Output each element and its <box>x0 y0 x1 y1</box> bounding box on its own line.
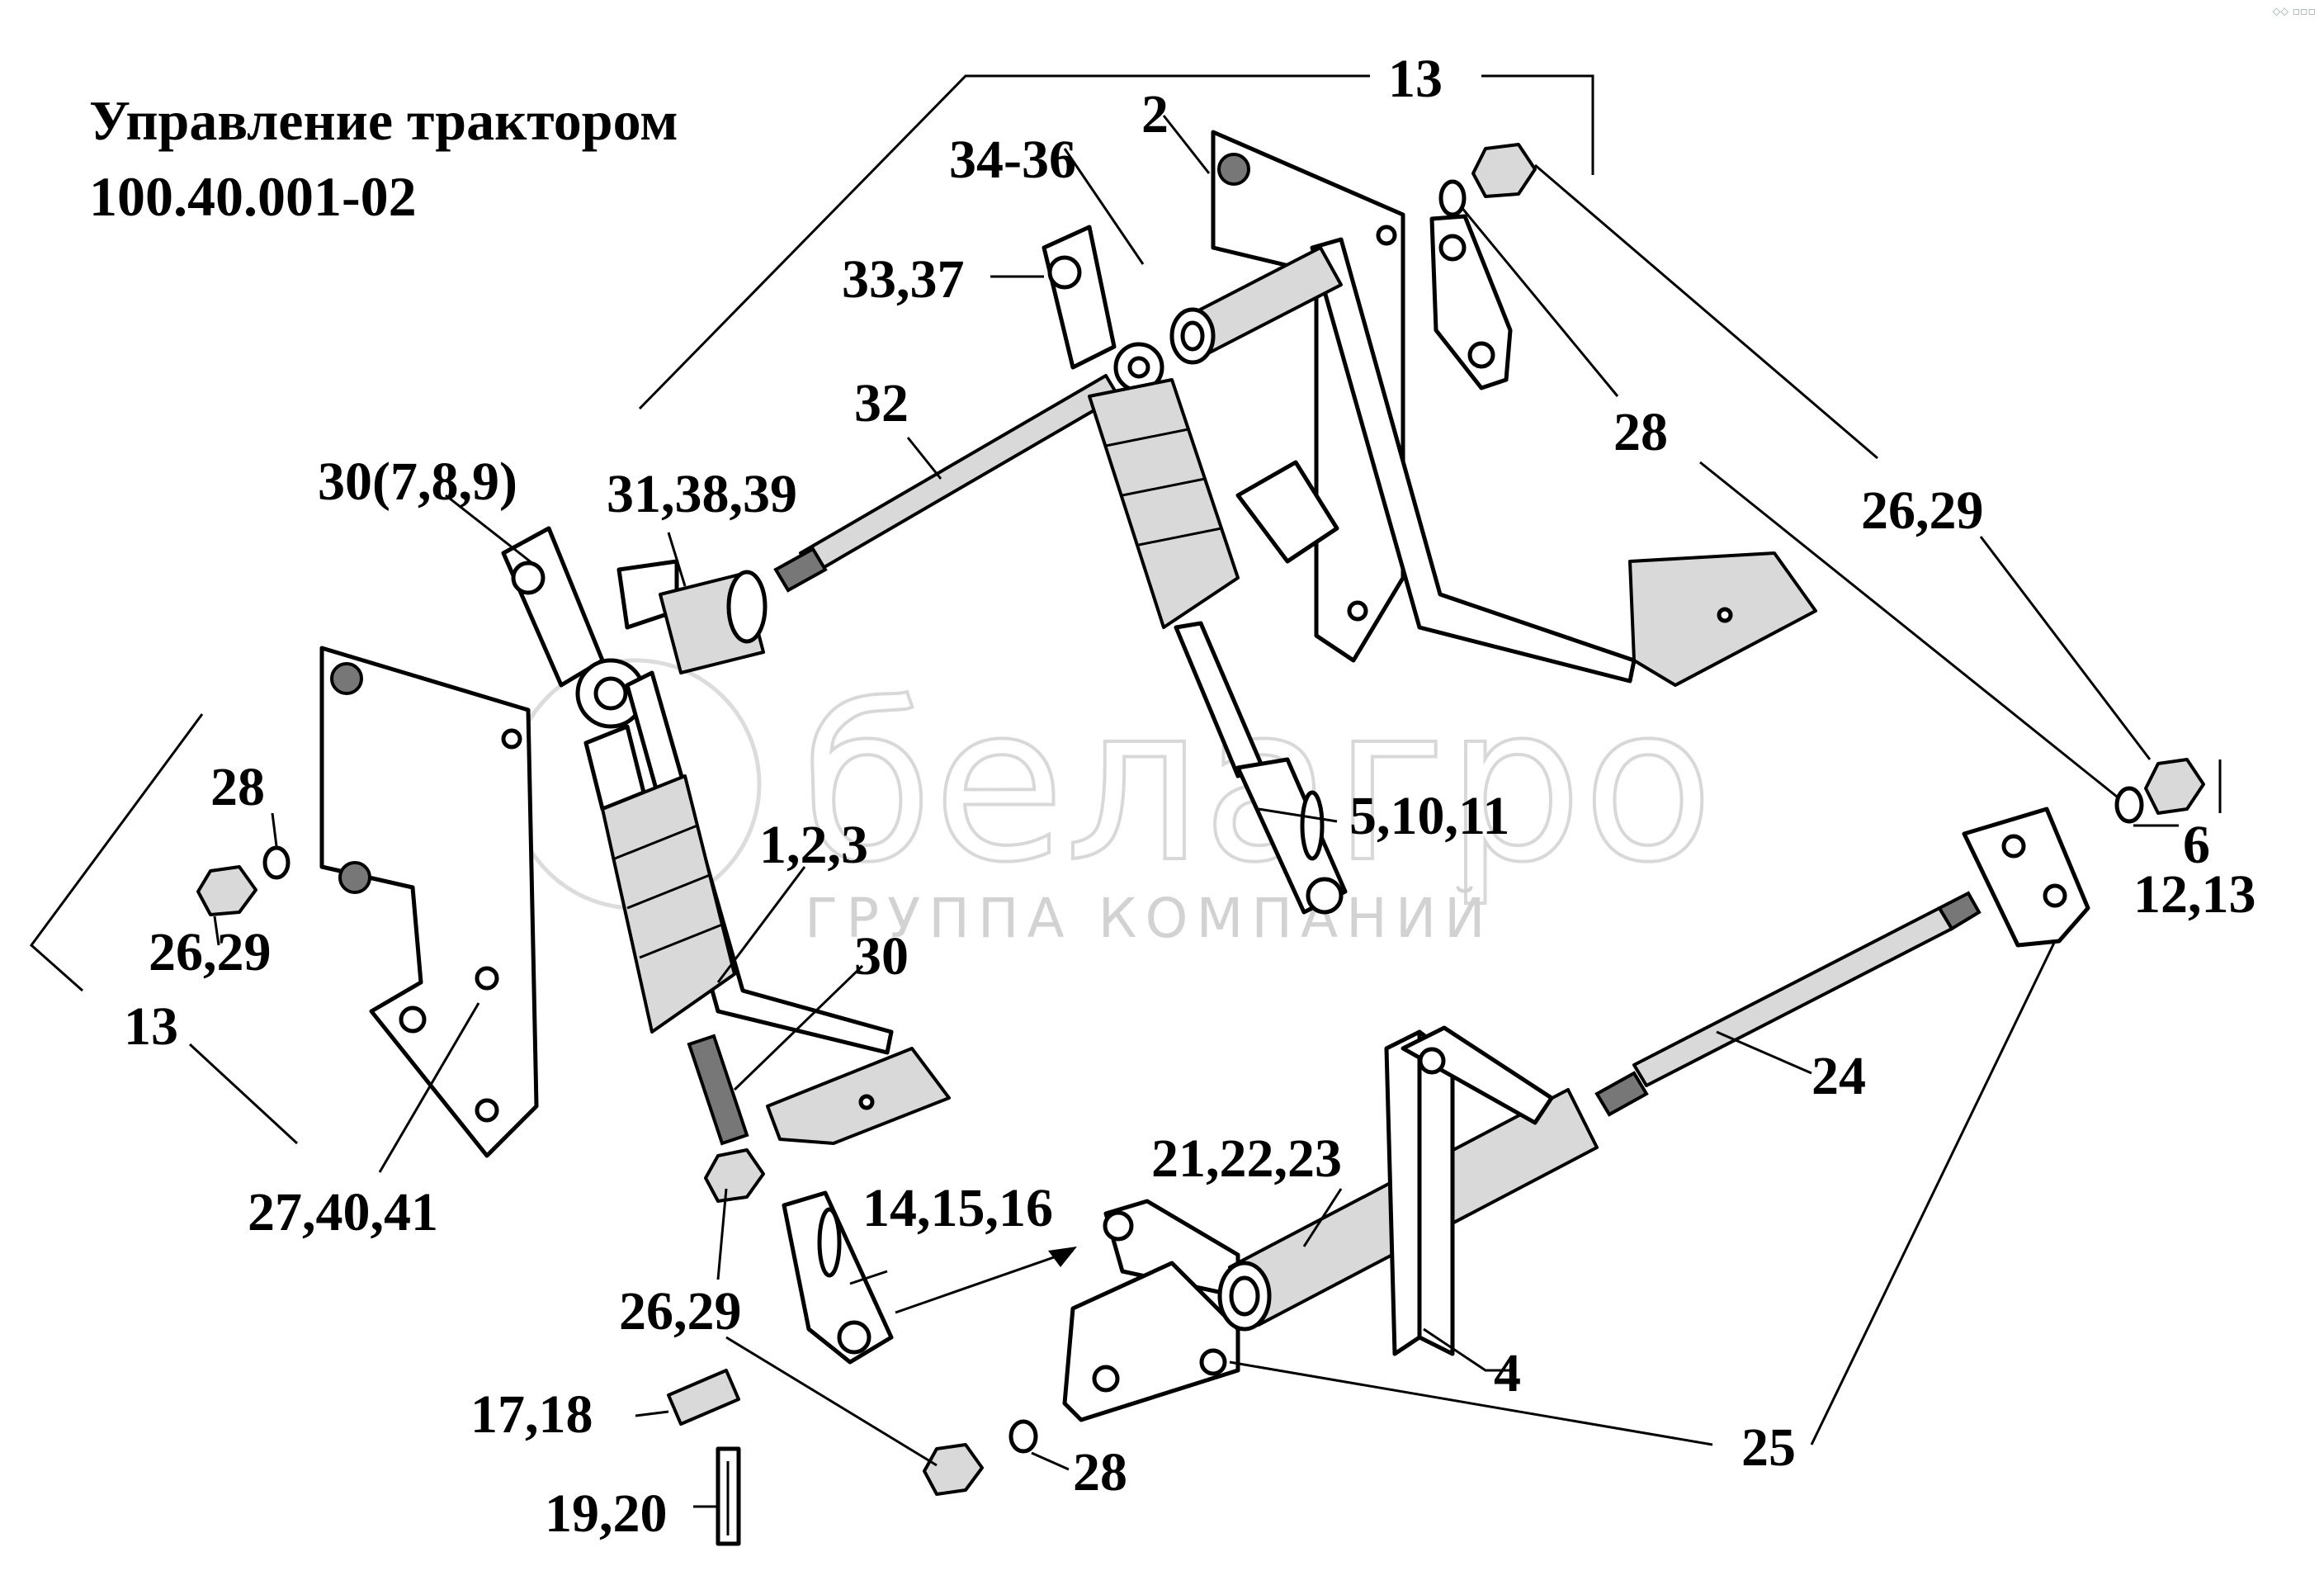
diagram-title: Управление трактором <box>89 89 678 152</box>
nut-lower-icon <box>923 1443 984 1496</box>
callout-25: 25 <box>1741 1417 1796 1478</box>
callout-32: 32 <box>854 373 909 433</box>
watermark-tagline: ГРУППА КОМПАНИЙ <box>805 886 1494 950</box>
upper-clevis <box>1042 225 1164 393</box>
washer-right-icon <box>2114 786 2144 824</box>
washer-lower-icon <box>1008 1419 1038 1454</box>
callout-2: 2 <box>1141 84 1169 144</box>
vertical-bracket <box>1384 1025 1554 1356</box>
callout-30: 30 <box>854 926 909 986</box>
rod-24 <box>1594 891 1982 1117</box>
nut-right-icon <box>2144 758 2205 815</box>
callouts: 13 2 34-36 33,37 32 28 26,29 30(7,8,9) 3… <box>124 49 2256 1544</box>
upper-shaft-tube <box>1169 246 1343 365</box>
callout-33-37: 33,37 <box>842 249 965 310</box>
threaded-stud <box>687 1034 749 1146</box>
callout-19-20: 19,20 <box>545 1483 668 1544</box>
callout-21-22-23: 21,22,23 <box>1151 1128 1342 1189</box>
callout-27-40-41: 27,40,41 <box>248 1182 438 1242</box>
callout-13-top: 13 <box>1388 49 1443 109</box>
callout-30-7-8-9: 30(7,8,9) <box>318 452 517 512</box>
group-bracket-13-top <box>638 74 1594 410</box>
upper-fork <box>1235 757 1348 915</box>
upper-pedal <box>1310 237 1817 687</box>
upper-flange-plate <box>1429 214 1513 390</box>
callout-26-29-left: 26,29 <box>149 922 272 982</box>
upper-foot-plate <box>1235 460 1339 564</box>
left-bracket-plate <box>319 646 539 1158</box>
callout-1-2-3: 1,2,3 <box>759 815 868 875</box>
watermark: белагро ГРУППА КОМПАНИЙ <box>509 658 1716 950</box>
callout-6: 6 <box>2183 815 2210 875</box>
callout-17-18: 17,18 <box>470 1384 593 1445</box>
callout-24: 24 <box>1811 1046 1866 1106</box>
callout-4: 4 <box>1494 1343 1521 1403</box>
pin-17-18 <box>667 1369 740 1426</box>
leader-lines <box>213 115 2222 1508</box>
left-clevis <box>501 526 646 729</box>
callout-34-36: 34-36 <box>949 130 1076 190</box>
callout-5-10-11: 5,10,11 <box>1349 786 1509 846</box>
upper-bracket-plate <box>1211 130 1405 663</box>
nut-stud-icon <box>704 1148 765 1203</box>
callout-28-left: 28 <box>210 757 265 817</box>
rod-32 <box>773 374 1120 593</box>
group-bracket-13-left <box>29 713 299 1145</box>
callout-12-13: 12,13 <box>2133 864 2256 925</box>
callout-28-upper: 28 <box>1613 402 1668 462</box>
washer-upper-icon <box>1438 179 1467 217</box>
cotter-pin-19-20 <box>716 1446 741 1546</box>
left-shaft-tube <box>616 559 768 674</box>
callout-26-29-lower: 26,29 <box>619 1281 742 1341</box>
lower-fork <box>782 1190 894 1365</box>
nut-upper-icon <box>1471 143 1537 198</box>
callout-14-15-16: 14,15,16 <box>862 1178 1053 1238</box>
callout-13-left: 13 <box>124 996 178 1057</box>
callout-28-lower: 28 <box>1073 1442 1127 1502</box>
callout-26-29-upper: 26,29 <box>1861 480 1984 541</box>
nut-left-icon <box>196 865 257 916</box>
plate-12-13 <box>1962 807 2090 948</box>
left-boot <box>583 724 736 1034</box>
corner-mark: ⬦⬦ ▫▫▫ <box>2272 5 2316 18</box>
diagram-code: 100.40.001-02 <box>89 165 417 228</box>
callout-31-38-39: 31,38,39 <box>607 464 797 524</box>
washer-left-icon <box>262 845 290 880</box>
assembly-arrow <box>895 1247 1077 1314</box>
